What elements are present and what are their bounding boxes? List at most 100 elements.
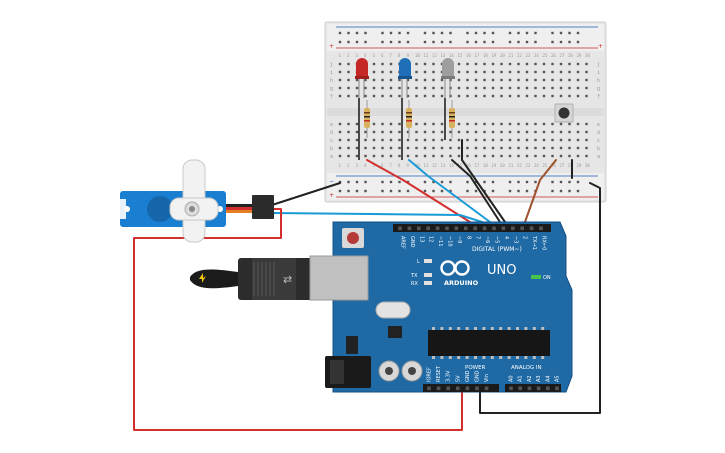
wire-blue-led: [408, 159, 491, 223]
analog-pin-label: A4: [545, 375, 551, 382]
breadboard-column-number: 29: [577, 163, 582, 168]
push-button[interactable]: [554, 103, 574, 123]
breadboard-column-number: 14: [449, 163, 454, 168]
breadboard-column-number: 20: [500, 53, 505, 58]
breadboard-column-number: 30: [585, 163, 590, 168]
breadboard-column-number: 11: [424, 163, 429, 168]
breadboard-column-number: 17: [475, 53, 480, 58]
servo-connector: [252, 195, 274, 219]
digital-pin-label: ~3: [512, 236, 518, 243]
led-white[interactable]: [441, 58, 455, 98]
breadboard-row-letter: h: [330, 78, 333, 84]
breadboard-column-number: 1: [339, 53, 342, 58]
digital-pin-label: RX←0: [541, 236, 547, 250]
power-label: POWER: [465, 365, 486, 371]
power-pin-label: 5V: [455, 375, 461, 382]
bottom-rail-plus-label: +: [329, 192, 334, 199]
model-label: UNO: [487, 263, 516, 278]
top-rail-plus-label: +: [329, 43, 334, 50]
breadboard-row-letter: a: [597, 154, 600, 160]
power-pin-label: Vin: [484, 374, 490, 382]
breadboard-row-letter: d: [597, 130, 600, 136]
breadboard-row-letter: j: [597, 62, 600, 68]
power-header: [423, 384, 499, 392]
servo-motor[interactable]: [120, 159, 274, 243]
resistor-3[interactable]: [449, 100, 455, 138]
analog-pin-label: A1: [518, 375, 524, 382]
analog-pin-label: A5: [555, 375, 561, 382]
breadboard-row-letter: i: [330, 70, 333, 76]
breadboard-column-number: 21: [509, 163, 514, 168]
digital-pin-label: ~10: [447, 236, 453, 247]
analog-pin-label: A0: [509, 375, 515, 382]
breadboard-column-number: 7: [390, 53, 393, 58]
analog-pin-label: A3: [536, 375, 542, 382]
breadboard-column-number: 3: [356, 163, 359, 168]
resistor-1[interactable]: [364, 100, 370, 138]
digital-pin-label: GND: [409, 236, 415, 248]
digital-pin-label: 2: [522, 236, 528, 239]
on-led: [531, 275, 541, 279]
wire-servo-ground: [271, 182, 341, 206]
power-pin-label: IOREF: [427, 367, 433, 382]
led-rx-label: RX: [411, 281, 418, 287]
wires: [133, 139, 601, 431]
power-pin-label: GND: [475, 370, 481, 382]
center-groove: [327, 108, 604, 116]
breadboard-column-number: 12: [432, 163, 437, 168]
breadboard-column-number: 16: [466, 163, 471, 168]
digital-header: [393, 224, 551, 232]
analog-pin-label: A2: [527, 375, 533, 382]
breadboard-column-number: 24: [534, 53, 539, 58]
breadboard-column-number: 22: [517, 163, 522, 168]
usb-jack: [309, 255, 369, 301]
breadboard-row-letter: j: [330, 62, 333, 68]
breadboard-column-number: 28: [568, 53, 573, 58]
breadboard-column-number: 17: [475, 163, 480, 168]
on-label: ON: [543, 275, 551, 281]
microcontroller-chip: [428, 330, 550, 356]
breadboard-column-number: 3: [356, 53, 359, 58]
digital-pin-label: ~6: [484, 236, 490, 243]
breadboard-row-letter: c: [330, 138, 333, 144]
breadboard-row-letter: f: [330, 94, 333, 100]
top-rail-plus-label-right: +: [598, 43, 603, 50]
led-red[interactable]: [355, 58, 369, 98]
breadboard-column-number: 18: [483, 163, 488, 168]
breadboard-row-letter: g: [330, 86, 333, 92]
digital-pin-label: ~5: [494, 236, 500, 243]
wire-servo-signal: [271, 212, 483, 223]
breadboard-column-number: 26: [551, 163, 556, 168]
led-blue[interactable]: [398, 58, 412, 98]
breadboard-column-number: 18: [483, 53, 488, 58]
breadboard: + + − + 11223344556677889910101111121213…: [324, 21, 607, 203]
breadboard-column-number: 22: [517, 53, 522, 58]
digital-pin-label: 13: [418, 236, 424, 242]
breadboard-column-number: 23: [526, 163, 531, 168]
breadboard-column-number: 10: [415, 163, 420, 168]
analog-header: [505, 384, 561, 392]
crystal: [375, 301, 411, 319]
wire-servo-power: [133, 208, 463, 431]
breadboard-column-number: 13: [441, 53, 446, 58]
breadboard-column-number: 28: [568, 163, 573, 168]
breadboard-column-number: 15: [458, 53, 463, 58]
breadboard-column-number: 25: [543, 163, 548, 168]
brand-label: ARDUINO: [444, 279, 479, 287]
breadboard-row-letter: f: [597, 94, 600, 100]
breadboard-column-number: 6: [381, 163, 384, 168]
digital-pin-label: ~9: [456, 236, 462, 243]
wire-button-signal: [524, 159, 557, 223]
breadboard-column-number: 8: [398, 163, 401, 168]
wire-white-led: [451, 159, 501, 223]
breadboard-column-number: 7: [390, 163, 393, 168]
breadboard-column-number: 10: [415, 53, 420, 58]
resistors: [364, 100, 455, 138]
breadboard-row-letter: h: [597, 78, 600, 84]
resistor-2[interactable]: [406, 100, 412, 138]
led-l-label: L: [417, 259, 420, 265]
usb-icon: ⇄: [283, 273, 292, 286]
